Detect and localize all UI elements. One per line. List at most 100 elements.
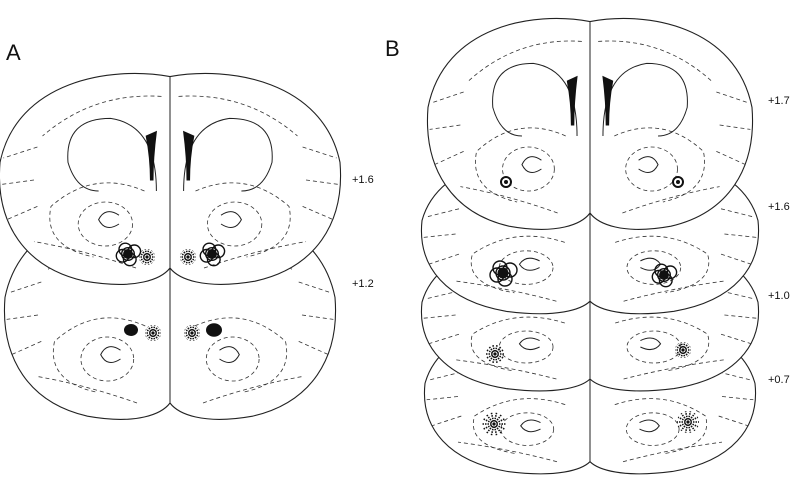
lesion-cluster [489, 260, 518, 287]
striatum-boundary [470, 316, 565, 372]
cortex-boundary [423, 314, 456, 319]
cortex-boundary [724, 314, 757, 319]
cortex-boundary [718, 371, 752, 381]
lesion-cluster [651, 263, 678, 288]
cortex-boundary [716, 151, 746, 165]
commissure [638, 156, 659, 174]
asterisk-stroke [677, 421, 689, 428]
ventral-boundary [623, 280, 725, 302]
cortex-boundary [719, 124, 751, 130]
cortex-boundary [6, 314, 39, 320]
commissure [220, 211, 242, 229]
accumbens-boundary [500, 412, 555, 446]
lateral-ventricle [182, 130, 195, 181]
asterisk-stroke [687, 421, 696, 432]
asterisk-stroke [687, 411, 692, 423]
asterisk-stroke [152, 328, 161, 334]
accumbens-boundary [625, 146, 678, 192]
lesion-core [659, 270, 669, 280]
panel-b-level-3: +1.0 [768, 290, 790, 302]
cortex-boundary [302, 206, 334, 220]
lesion-core [207, 249, 217, 259]
panel-b-level-2: +1.6 [768, 201, 790, 213]
lesion-asterisk [677, 411, 699, 433]
cortex-boundary [298, 281, 332, 294]
striatum-boundary [194, 317, 287, 393]
panel-a-level-1: +1.6 [352, 174, 374, 186]
cortex-boundary [429, 124, 461, 130]
asterisk-stroke [493, 423, 506, 430]
cortex-boundary [434, 151, 464, 165]
lesion-core [123, 249, 133, 259]
accumbens-boundary [77, 201, 133, 247]
asterisk-stroke [680, 421, 689, 432]
ventral-boundary [455, 359, 557, 380]
asterisk-stroke [680, 412, 689, 423]
asterisk-stroke [493, 423, 503, 434]
cortex-boundary [428, 371, 462, 381]
asterisk-stroke [684, 411, 689, 423]
cortex-boundary [468, 40, 582, 82]
cortex-boundary [716, 91, 749, 104]
lesion-asterisk [675, 342, 691, 358]
cortex-boundary [178, 95, 298, 137]
asterisk-stroke [482, 418, 495, 425]
asterisk-stroke [687, 421, 692, 433]
asterisk-stroke [677, 416, 689, 423]
panel-a-level-2: +1.2 [352, 278, 374, 290]
ventral-boundary [203, 241, 307, 269]
asterisk-stroke [485, 423, 495, 434]
asterisk-stroke [493, 412, 498, 425]
panel-b-level-4: +0.7 [768, 374, 790, 386]
cortex-boundary [718, 415, 749, 427]
cortex-boundary [598, 40, 712, 82]
striatum-boundary [615, 235, 710, 294]
cortex-boundary [721, 396, 754, 401]
commissure [100, 346, 121, 364]
cortex-boundary [302, 146, 337, 159]
cortex-boundary [428, 333, 460, 345]
cortex-boundary [720, 333, 752, 345]
commissure [640, 337, 662, 351]
ventral-boundary [37, 376, 138, 404]
lesion-cluster [199, 242, 226, 267]
panel-b-level-1: +1.7 [768, 95, 790, 107]
cortex-boundary [305, 179, 339, 185]
asterisk-stroke [687, 412, 696, 423]
commissure [219, 346, 240, 364]
accumbens-boundary [80, 336, 135, 382]
asterisk-stroke [494, 349, 504, 355]
panel-a [0, 72, 342, 420]
commissure [518, 257, 540, 271]
lateral-ventricle [566, 75, 578, 126]
commissure [521, 156, 542, 174]
ventral-boundary [622, 441, 723, 463]
cortex-boundary [720, 253, 752, 265]
lesion-core [497, 267, 509, 279]
brain-section [426, 17, 754, 230]
asterisk-stroke [490, 423, 495, 436]
ventral-boundary [460, 186, 558, 214]
asterisk-stroke [687, 416, 699, 423]
asterisk-stroke [146, 252, 155, 258]
cortex-boundary [425, 208, 460, 218]
lesion-cluster [115, 242, 142, 267]
cortex-boundary [1, 179, 35, 185]
ventral-boundary [202, 376, 303, 404]
accumbens-boundary [205, 336, 260, 382]
asterisk-stroke [682, 345, 691, 351]
asterisk-stroke [493, 423, 498, 436]
cortex-boundary [724, 233, 757, 238]
asterisk-stroke [482, 423, 495, 430]
lesion-ring-center [504, 180, 508, 184]
lateral-ventricle [602, 75, 614, 126]
lesion-asterisk [139, 249, 155, 265]
cortex-boundary [720, 208, 755, 218]
panel-b [420, 17, 760, 475]
ventral-boundary [623, 359, 725, 380]
lesion-asterisk [180, 249, 196, 265]
striatum-boundary [470, 235, 565, 294]
accumbens-boundary [625, 412, 680, 446]
accumbens-boundary [207, 201, 263, 247]
